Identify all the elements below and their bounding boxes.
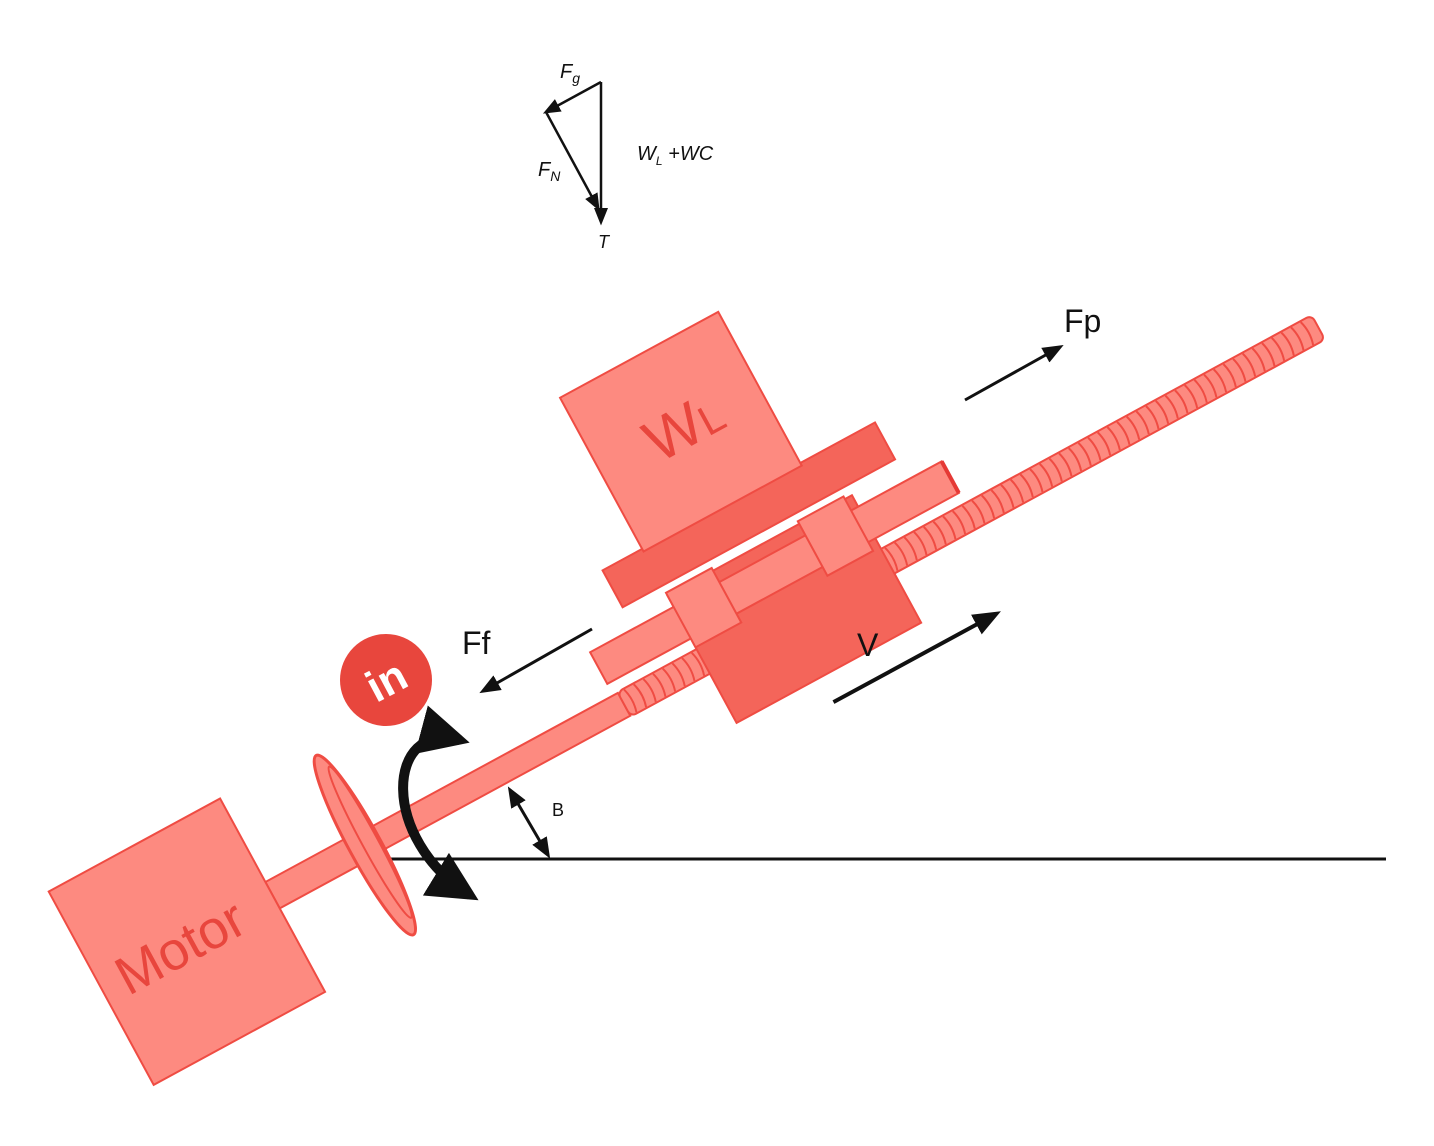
screw-thread bbox=[1087, 436, 1102, 461]
angle-indicator bbox=[507, 786, 551, 859]
angle-label: B bbox=[552, 800, 564, 820]
rod-bushing-left bbox=[664, 566, 743, 649]
handwheel-inner bbox=[327, 765, 413, 919]
screw-thread bbox=[1155, 400, 1170, 424]
screw-thread bbox=[1232, 358, 1247, 382]
rod-end-cap bbox=[939, 460, 961, 494]
screw-thread bbox=[1039, 463, 1054, 487]
t-label: T bbox=[598, 232, 611, 252]
motor-block bbox=[47, 797, 327, 1087]
screw-thread bbox=[923, 526, 938, 550]
screw-thread bbox=[1222, 363, 1237, 388]
screw-threads bbox=[623, 321, 1315, 713]
screw-thread bbox=[942, 515, 957, 540]
velocity-arrow bbox=[832, 611, 1001, 704]
screw-thread bbox=[932, 520, 947, 545]
rod-bushing-right bbox=[796, 495, 875, 578]
screw-thread bbox=[1280, 331, 1295, 356]
screw-thread bbox=[662, 667, 677, 692]
screw-thread bbox=[633, 683, 648, 708]
screw-thread bbox=[1164, 394, 1179, 419]
screw-thread bbox=[1271, 337, 1286, 361]
force-triangle bbox=[542, 80, 608, 226]
screw-thread bbox=[623, 688, 638, 713]
screw-thread bbox=[681, 657, 696, 682]
weight-label: WL +WC bbox=[637, 143, 714, 168]
motor-shaft bbox=[264, 837, 361, 910]
screw-thread bbox=[1068, 447, 1083, 472]
velocity-label: V bbox=[857, 627, 879, 663]
screw-thread bbox=[1106, 426, 1121, 451]
screw-thread bbox=[1048, 457, 1063, 482]
push-force-label: Fp bbox=[1064, 303, 1101, 339]
screw-thread bbox=[1174, 389, 1189, 414]
screw-thread bbox=[1290, 326, 1305, 351]
screw-thread bbox=[952, 510, 967, 535]
screw-thread bbox=[894, 541, 909, 566]
screw-thread bbox=[642, 678, 657, 703]
friction-force-arrow bbox=[479, 627, 593, 694]
screw-thread bbox=[1135, 410, 1150, 435]
screw-thread bbox=[1126, 415, 1141, 440]
fg-vector bbox=[542, 80, 602, 114]
screw-thread bbox=[1010, 478, 1025, 503]
screw-thread bbox=[1261, 342, 1276, 367]
screw-thread bbox=[1097, 431, 1112, 456]
screw-thread bbox=[1000, 484, 1015, 508]
screw-thread bbox=[1116, 421, 1131, 445]
screw-thread bbox=[691, 652, 706, 676]
screw-thread bbox=[971, 499, 986, 524]
load-block bbox=[558, 310, 804, 553]
push-force-arrow bbox=[964, 344, 1064, 402]
screw-thread bbox=[1300, 321, 1315, 346]
screw-thread bbox=[1058, 452, 1073, 477]
screw-thread bbox=[652, 673, 667, 697]
screw-thread bbox=[1077, 442, 1092, 466]
screw-thread bbox=[1242, 352, 1257, 377]
screw-thread bbox=[1193, 379, 1208, 403]
screw-thread bbox=[981, 494, 996, 519]
screw-thread bbox=[1184, 384, 1199, 409]
friction-force-label: Ff bbox=[462, 625, 491, 661]
screw-thread bbox=[1251, 347, 1266, 372]
fg-label: Fg bbox=[560, 61, 580, 86]
screw-thread bbox=[1019, 473, 1034, 498]
fn-vector bbox=[544, 111, 600, 212]
screw-thread bbox=[1213, 368, 1228, 393]
rotation-arrow bbox=[398, 705, 479, 901]
screw-thread bbox=[1203, 373, 1218, 398]
screw-thread bbox=[913, 531, 928, 556]
input-badge: in bbox=[340, 634, 432, 726]
fn-label: FN bbox=[538, 159, 561, 184]
screw-thread bbox=[671, 662, 686, 687]
screw-thread bbox=[1145, 405, 1160, 430]
screw-thread bbox=[903, 536, 918, 561]
screw-thread bbox=[1029, 468, 1044, 493]
screw-thread bbox=[884, 547, 899, 571]
screw-thread bbox=[961, 505, 976, 529]
screw-thread bbox=[990, 489, 1005, 514]
